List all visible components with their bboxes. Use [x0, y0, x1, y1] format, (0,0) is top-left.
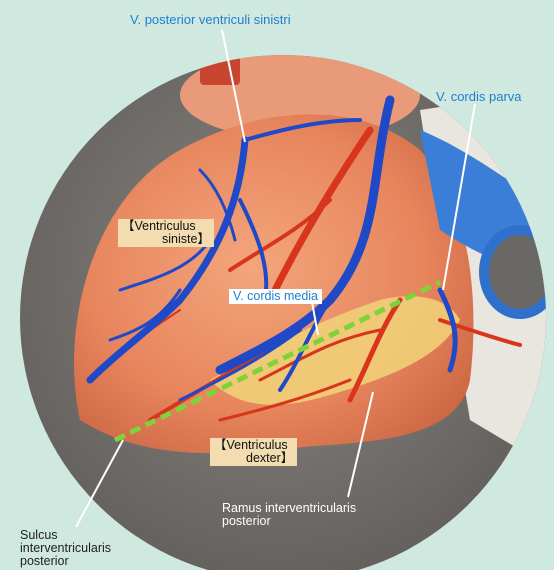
label-ventriculus-dexter-line2: dexter】 — [214, 452, 293, 465]
label-ventriculus-dexter: 【Ventriculus dexter】 — [210, 438, 297, 466]
label-v-posterior-ventriculi-sinistri: V. posterior ventriculi sinistri — [130, 13, 291, 27]
label-ramus-interventricularis-posterior: Ramus interventricularis posterior — [222, 502, 356, 528]
label-v-cordis-media: V. cordis media — [229, 289, 322, 304]
label-sulcus-line3: posterior — [20, 555, 111, 568]
label-v-cordis-parva: V. cordis parva — [436, 90, 522, 104]
label-ramus-line2: posterior — [222, 515, 356, 528]
label-ventriculus-siniste: 【Ventriculus siniste】 — [118, 219, 214, 247]
label-sulcus-interventricularis-posterior: Sulcus interventricularis posterior — [20, 529, 111, 568]
label-ventriculus-siniste-line2: siniste】 — [122, 233, 210, 246]
